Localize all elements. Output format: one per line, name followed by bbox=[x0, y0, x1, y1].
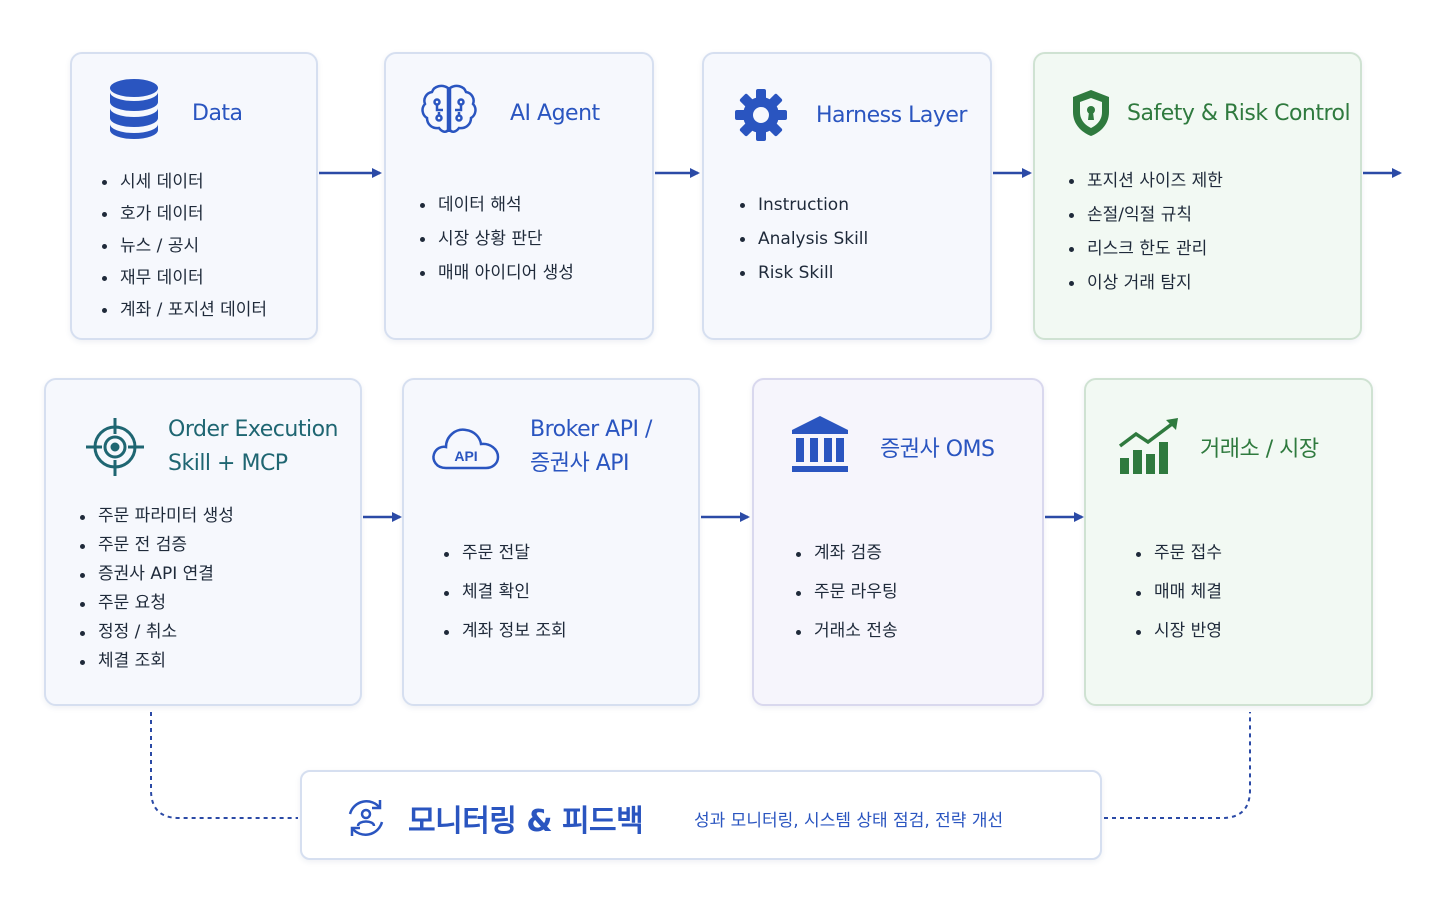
list-item: 시장 상황 판단 bbox=[418, 222, 574, 256]
list-item: 주문 전 검증 bbox=[78, 531, 234, 560]
list-item: Instruction bbox=[738, 188, 868, 222]
list-item: 증권사 API 연결 bbox=[78, 560, 234, 589]
list-item: Risk Skill bbox=[738, 256, 868, 290]
list-item: 매매 아이디어 생성 bbox=[418, 256, 574, 290]
card-title: Order Execution Skill + MCP bbox=[168, 416, 338, 477]
list-item: 주문 접수 bbox=[1134, 534, 1222, 573]
list-item: 주문 요청 bbox=[78, 589, 234, 618]
card-exchange-market: 거래소 / 시장 주문 접수 매매 체결 시장 반영 bbox=[1084, 378, 1373, 706]
card-title-line: 증권사 API bbox=[530, 450, 630, 476]
card-harness-layer: Harness Layer Instruction Analysis Skill… bbox=[702, 52, 992, 340]
card-title: Safety & Risk Control bbox=[1127, 101, 1351, 126]
shield-icon bbox=[1073, 90, 1109, 136]
list-item: Analysis Skill bbox=[738, 222, 868, 256]
list-item: 주문 라우팅 bbox=[794, 573, 898, 612]
card-items: 포지션 사이즈 제한 손절/익절 규칙 리스크 한도 관리 이상 거래 탐지 bbox=[1067, 164, 1223, 300]
feedback-title: 모니터링 & 피드백 bbox=[408, 804, 644, 839]
card-title: 거래소 / 시장 bbox=[1200, 437, 1319, 462]
card-title: Data bbox=[192, 101, 243, 126]
card-order-execution: Order Execution Skill + MCP 주문 파라미터 생성 주… bbox=[44, 378, 362, 706]
brain-icon bbox=[421, 84, 477, 133]
card-title-line: Skill + MCP bbox=[168, 450, 288, 476]
card-ai-agent: AI Agent 데이터 해석 시장 상황 판단 매매 아이디어 생성 bbox=[384, 52, 654, 340]
card-items: 계좌 검증 주문 라우팅 거래소 전송 bbox=[794, 534, 898, 651]
list-item: 체결 확인 bbox=[442, 573, 567, 612]
card-items: Instruction Analysis Skill Risk Skill bbox=[738, 188, 868, 290]
card-title: Broker API / 증권사 API bbox=[530, 416, 652, 477]
list-item: 체결 조회 bbox=[78, 647, 234, 676]
feedback-box: 모니터링 & 피드백 성과 모니터링, 시스템 상태 점검, 전략 개선 bbox=[300, 770, 1102, 860]
list-item: 시세 데이터 bbox=[100, 166, 267, 198]
list-item: 시장 반영 bbox=[1134, 612, 1222, 651]
gear-icon bbox=[735, 89, 787, 141]
card-items: 데이터 해석 시장 상황 판단 매매 아이디어 생성 bbox=[418, 188, 574, 290]
card-safety-risk-control: Safety & Risk Control 포지션 사이즈 제한 손절/익절 규… bbox=[1033, 52, 1362, 340]
card-items: 주문 전달 체결 확인 계좌 정보 조회 bbox=[442, 534, 567, 651]
list-item: 이상 거래 탐지 bbox=[1067, 266, 1223, 300]
chart-up-icon bbox=[1118, 418, 1178, 474]
feedback-dotted-right bbox=[1104, 712, 1251, 819]
list-item: 호가 데이터 bbox=[100, 198, 267, 230]
list-item: 거래소 전송 bbox=[794, 612, 898, 651]
api-cloud-label: API bbox=[454, 448, 477, 464]
list-item: 계좌 정보 조회 bbox=[442, 612, 567, 651]
feedback-description: 성과 모니터링, 시스템 상태 점검, 전략 개선 bbox=[694, 811, 1004, 831]
feedback-dotted-left bbox=[150, 712, 298, 819]
card-title: AI Agent bbox=[510, 101, 600, 126]
list-item: 뉴스 / 공시 bbox=[100, 230, 267, 262]
list-item: 매매 체결 bbox=[1134, 573, 1222, 612]
list-item: 포지션 사이즈 제한 bbox=[1067, 164, 1223, 198]
refresh-icon bbox=[348, 800, 384, 836]
card-items: 주문 접수 매매 체결 시장 반영 bbox=[1134, 534, 1222, 651]
list-item: 리스크 한도 관리 bbox=[1067, 232, 1223, 266]
card-title: 증권사 OMS bbox=[880, 437, 995, 462]
card-items: 주문 파라미터 생성 주문 전 검증 증권사 API 연결 주문 요청 정정 /… bbox=[78, 502, 234, 676]
card-title-line: Broker API / bbox=[530, 417, 652, 442]
bank-icon bbox=[792, 416, 848, 472]
card-items: 시세 데이터 호가 데이터 뉴스 / 공시 재무 데이터 계좌 / 포지션 데이… bbox=[100, 166, 267, 326]
list-item: 계좌 검증 bbox=[794, 534, 898, 573]
card-oms: 증권사 OMS 계좌 검증 주문 라우팅 거래소 전송 bbox=[752, 378, 1044, 706]
database-icon bbox=[110, 79, 158, 139]
api-cloud-icon: API bbox=[432, 428, 500, 470]
list-item: 손절/익절 규칙 bbox=[1067, 198, 1223, 232]
list-item: 정정 / 취소 bbox=[78, 618, 234, 647]
list-item: 주문 파라미터 생성 bbox=[78, 502, 234, 531]
card-title-line: Order Execution bbox=[168, 417, 338, 442]
card-broker-api: API Broker API / 증권사 API 주문 전달 체결 확인 계좌 … bbox=[402, 378, 700, 706]
list-item: 재무 데이터 bbox=[100, 262, 267, 294]
card-data: Data 시세 데이터 호가 데이터 뉴스 / 공시 재무 데이터 계좌 / 포… bbox=[70, 52, 318, 340]
list-item: 계좌 / 포지션 데이터 bbox=[100, 294, 267, 326]
target-icon bbox=[86, 418, 144, 476]
card-title: Harness Layer bbox=[816, 103, 967, 128]
list-item: 주문 전달 bbox=[442, 534, 567, 573]
list-item: 데이터 해석 bbox=[418, 188, 574, 222]
